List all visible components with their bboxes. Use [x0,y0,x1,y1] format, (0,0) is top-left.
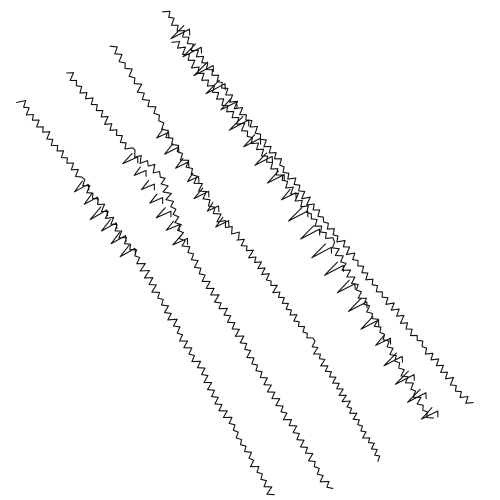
trace-4 [162,10,474,420]
trace-layer [16,10,474,496]
trace-2 [66,72,334,489]
trace-3-spikes [156,128,230,228]
trace-2-line-1 [66,72,334,489]
trace-3-line-1 [109,45,240,241]
trace-4-spikes [170,25,439,420]
trace-1-line-1 [16,99,275,496]
trace-5-line-1 [236,238,381,462]
trace-5 [236,238,381,462]
trace-2-spikes [122,152,189,246]
trace-3 [109,45,240,241]
trace-4-line-2 [171,40,434,419]
trace-1-spikes [73,180,137,258]
trace-4-line-1 [162,10,474,404]
trace-1 [16,99,275,496]
